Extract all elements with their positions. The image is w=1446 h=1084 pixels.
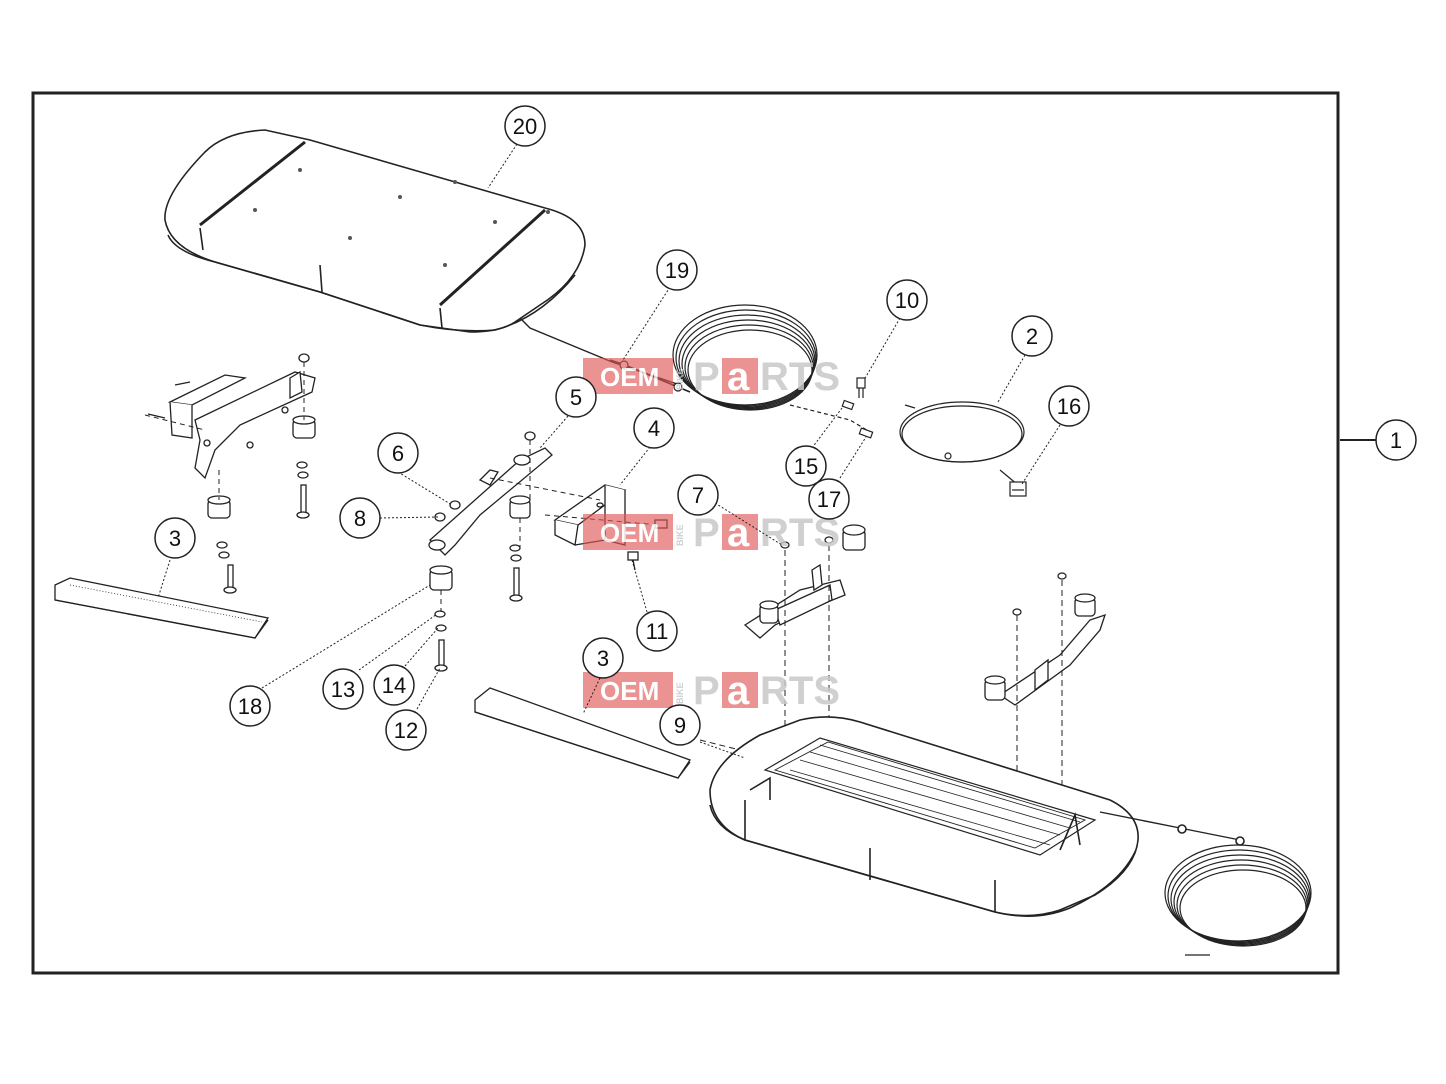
rubber-strip-left: [54, 577, 270, 639]
bracket-left-dashed: [144, 362, 305, 500]
svg-text:7: 7: [692, 483, 704, 508]
svg-text:P: P: [693, 669, 720, 713]
svg-text:P: P: [693, 511, 720, 555]
svg-text:9: 9: [674, 713, 686, 738]
small-screws: [841, 377, 874, 439]
callout-7: 7: [677, 474, 719, 516]
callout-6: 6: [377, 432, 419, 474]
callout-5: 5: [555, 376, 597, 418]
svg-text:3: 3: [597, 646, 609, 671]
callout-16: 16: [1048, 385, 1090, 427]
svg-text:OEM: OEM: [600, 362, 659, 392]
svg-text:BIKE: BIKE: [675, 682, 685, 704]
callout-3-left: 3: [154, 517, 196, 559]
callout-4: 4: [633, 407, 675, 449]
bracket-right-b: [984, 572, 1107, 706]
callout-13: 13: [322, 668, 364, 710]
svg-text:6: 6: [392, 441, 404, 466]
svg-text:5: 5: [570, 385, 582, 410]
svg-text:BIKE: BIKE: [675, 368, 685, 390]
svg-text:11: 11: [646, 619, 669, 644]
callout-18: 18: [229, 685, 271, 727]
watermark-1: OEM BIKE P a RTS: [583, 355, 840, 399]
svg-text:14: 14: [382, 673, 406, 698]
watermark-3: OEM BIKE P a RTS: [583, 669, 840, 713]
svg-text:P: P: [693, 355, 720, 399]
svg-text:a: a: [727, 669, 750, 713]
leader-lines: [157, 143, 1061, 759]
svg-text:20: 20: [513, 114, 537, 139]
callout-11: 11: [636, 610, 678, 652]
bracket-right-a: [743, 524, 866, 639]
callout-20: 20: [504, 105, 546, 147]
callout-14: 14: [373, 664, 415, 706]
callout-2: 2: [1011, 315, 1053, 357]
svg-text:4: 4: [648, 416, 660, 441]
light-bar-bottom: [709, 716, 1245, 917]
svg-text:RTS: RTS: [760, 669, 840, 713]
rubber-strip-middle: [474, 687, 692, 779]
watermark-2: OEM BIKE P a RTS: [583, 511, 840, 555]
light-bar-top: [164, 129, 681, 386]
callout-17: 17: [808, 478, 850, 520]
svg-text:OEM: OEM: [600, 676, 659, 706]
svg-text:18: 18: [238, 694, 262, 719]
svg-text:13: 13: [331, 677, 355, 702]
svg-text:15: 15: [794, 454, 818, 479]
svg-text:2: 2: [1026, 324, 1038, 349]
svg-text:8: 8: [354, 506, 366, 531]
callout-10: 10: [886, 279, 928, 321]
svg-text:12: 12: [394, 718, 418, 743]
svg-text:3: 3: [169, 526, 181, 551]
svg-text:1: 1: [1390, 428, 1402, 453]
svg-text:10: 10: [895, 288, 919, 313]
cable-loop: [899, 401, 1027, 497]
svg-text:BIKE: BIKE: [675, 524, 685, 546]
watermark-oembikeparts: OEM BIKE P a RTS OEM BIKE P a RTS OEM BI…: [583, 355, 840, 713]
svg-text:OEM: OEM: [600, 518, 659, 548]
cable-coil-bottom: [1164, 844, 1312, 956]
svg-text:a: a: [727, 355, 750, 399]
diagram-frame: [31, 91, 1340, 975]
callout-1: 1: [1375, 419, 1417, 461]
svg-text:16: 16: [1057, 394, 1081, 419]
svg-text:a: a: [727, 511, 750, 555]
callout-9: 9: [659, 704, 701, 746]
callout-8: 8: [339, 497, 381, 539]
callout-15: 15: [785, 445, 827, 487]
bracket-middle: [428, 431, 553, 672]
svg-text:17: 17: [817, 487, 841, 512]
svg-text:19: 19: [665, 258, 689, 283]
callout-19: 19: [656, 249, 698, 291]
callout-12: 12: [385, 709, 427, 751]
callout-3-middle: 3: [582, 637, 624, 679]
svg-text:RTS: RTS: [760, 355, 840, 399]
